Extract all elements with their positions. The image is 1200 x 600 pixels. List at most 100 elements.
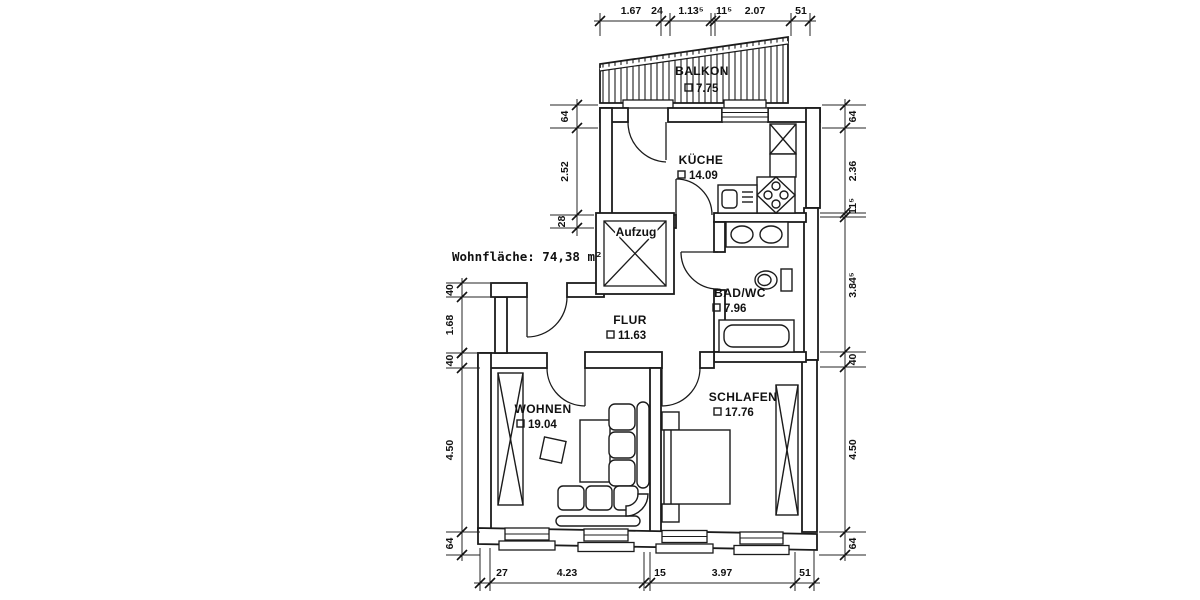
living-area-title: Wohnfläche: 74,38 m² (452, 249, 603, 264)
wall-left-outer (477, 352, 492, 533)
area-marker-icon (712, 303, 721, 312)
balcony-railing-hatch (599, 35, 789, 104)
schlafen-window-2 (733, 531, 790, 556)
balcony-door (627, 121, 667, 163)
sofa-corner-curve (625, 493, 649, 517)
dim-r-7: 64 (847, 538, 859, 550)
wohnen-window-2 (577, 528, 635, 553)
wall-right-lower (801, 359, 818, 533)
dim-r-6: 4.50 (847, 439, 859, 460)
dim-top-4: 11⁵ (716, 5, 732, 17)
wall-right-mid (803, 207, 819, 361)
corner-stove (755, 176, 797, 214)
dim-chain-left-upper: 64 2.52 28 (550, 99, 598, 236)
dim-ll-1: 40 (444, 355, 456, 367)
double-washbasin (725, 221, 789, 248)
bed (663, 429, 731, 505)
dim-r-2: 2.36 (847, 161, 859, 182)
dim-b-1: 27 (496, 567, 508, 579)
dim-le-1: 40 (444, 284, 456, 296)
dim-ll-3: 64 (444, 538, 456, 550)
dim-r-5: 40 (847, 354, 859, 366)
dim-b-4: 3.97 (712, 567, 733, 579)
wall-bath-left-upper (713, 221, 726, 253)
room-label-balkon: BALKON 7.75 (675, 64, 729, 95)
svg-text:17.76: 17.76 (725, 407, 754, 419)
kitchen-door (675, 178, 713, 216)
kitchen-window-sill-outer (723, 99, 767, 109)
area-marker-icon (713, 407, 722, 416)
dim-top-3: 1.13⁵ (678, 5, 703, 17)
schlafen-window-1 (655, 529, 714, 554)
window-sill (577, 541, 635, 553)
svg-text:FLUR: FLUR (613, 313, 647, 327)
room-label-flur: FLUR 11.63 (606, 313, 647, 342)
elevator-label: Aufzug (616, 225, 657, 239)
walls (477, 107, 821, 551)
room-labels: Wohnfläche: 74,38 m² BALKON 7.75 KÜCHE 1… (452, 64, 777, 431)
dim-top-5: 2.07 (745, 5, 766, 17)
balcony-rail-line (599, 43, 789, 72)
bathtub (718, 319, 795, 353)
room-label-schlafen: SCHLAFEN 17.76 (709, 390, 778, 419)
wohnen-furniture (497, 372, 650, 527)
dim-b-5: 51 (799, 567, 811, 579)
dim-b-3: 15 (654, 567, 666, 579)
svg-text:BALKON: BALKON (675, 64, 729, 78)
wall-hall-rooms-right (699, 351, 715, 369)
wardrobe-schlafen (775, 384, 799, 516)
room-label-kueche: KÜCHE 14.09 (677, 152, 724, 182)
wall-top-mid (667, 107, 723, 123)
svg-text:BAD/WC: BAD/WC (714, 286, 766, 300)
balcony-door-threshold (622, 99, 674, 109)
svg-text:7.96: 7.96 (724, 303, 746, 315)
nightstand-bottom (661, 503, 680, 523)
svg-text:11.63: 11.63 (618, 330, 646, 342)
dim-le-2: 1.68 (444, 315, 456, 336)
svg-text:7.75: 7.75 (696, 83, 719, 95)
wohnen-window-1 (498, 527, 556, 551)
area-marker-icon (606, 330, 615, 339)
dim-r-1: 64 (847, 111, 859, 123)
dim-top-6: 51 (795, 5, 807, 17)
dim-r-4: 3.84⁵ (847, 272, 859, 297)
dim-b-2: 4.23 (557, 567, 578, 579)
side-table (539, 436, 567, 464)
dim-ll-2: 4.50 (444, 440, 456, 461)
dim-chain-right: 64 2.36 11⁵ 3.84⁵ 40 4.50 64 (819, 99, 866, 561)
nightstand-top (661, 411, 680, 431)
bath-door (680, 251, 719, 290)
sofa-bottom (555, 485, 649, 527)
cabinet-cross-2 (769, 123, 797, 155)
dim-chain-left-entry: 40 1.68 (444, 277, 496, 359)
svg-text:KÜCHE: KÜCHE (679, 152, 724, 167)
room-label-bad: BAD/WC 7.96 (712, 286, 766, 315)
wohnen-door (546, 367, 586, 407)
fridge-unit (769, 153, 797, 178)
window-sill (655, 543, 714, 554)
dim-r-3: 11⁵ (847, 198, 859, 214)
window-sill (733, 544, 790, 556)
area-marker-icon (516, 419, 525, 428)
wall-room-divider (649, 367, 662, 533)
dim-top-2: 24 (651, 5, 663, 17)
svg-text:SCHLAFEN: SCHLAFEN (709, 390, 778, 404)
dim-lu-1: 64 (559, 111, 571, 123)
svg-text:WOHNEN: WOHNEN (514, 402, 571, 416)
wall-hall-rooms-mid (584, 351, 663, 369)
wall-entry-left (494, 296, 508, 354)
wall-hall-top-left (490, 282, 528, 298)
windows (498, 107, 790, 556)
elevator-cross-2 (603, 220, 667, 287)
wall-kitchen-left (599, 107, 613, 216)
kitchen-sink (717, 184, 758, 214)
doors (526, 121, 719, 407)
wall-right-upper (805, 107, 821, 209)
wall-bath-bottom (713, 351, 807, 363)
toilet (754, 268, 793, 292)
kitchen-fixtures (717, 123, 797, 214)
coffee-table (579, 419, 611, 483)
balcony (599, 35, 789, 109)
bath-fixtures (718, 221, 795, 353)
